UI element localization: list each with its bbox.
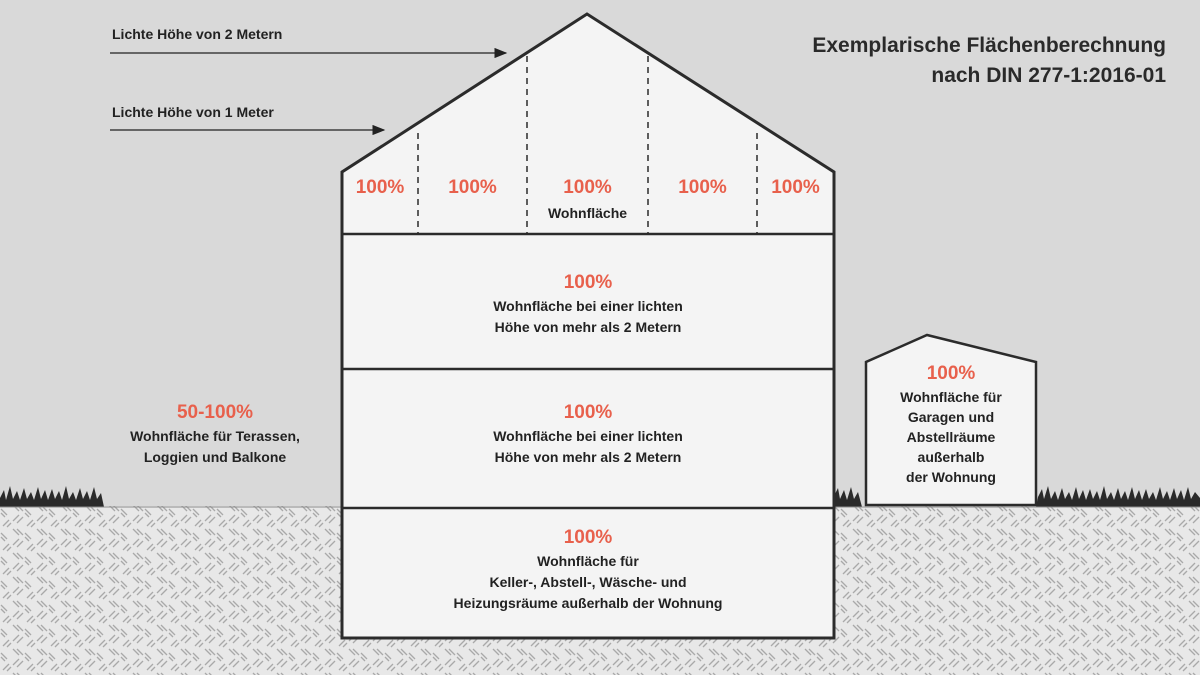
garage-percent: 100% <box>926 363 976 384</box>
ground-floor-percent: 100% <box>563 402 613 423</box>
upper-floor-percent: 100% <box>563 272 613 293</box>
label-height-1m: Lichte Höhe von 1 Meter <box>112 104 274 120</box>
garage-line-2: Garagen und <box>907 409 995 425</box>
grass-left <box>0 486 104 507</box>
ground-floor-line-2: Höhe von mehr als 2 Metern <box>494 449 682 465</box>
attic-cell-4-percent: 100% <box>678 177 727 198</box>
garage-text: 100% Wohnfläche für Garagen und Abstellr… <box>866 361 1036 487</box>
title-line-1: Exemplarische Flächenberechnung <box>812 34 1166 57</box>
basement-text: 100% Wohnfläche für Keller-, Abstell-, W… <box>342 525 834 614</box>
upper-floor-text: 100% Wohnfläche bei einer lichten Höhe v… <box>342 270 834 338</box>
terrace-text: 50-100% Wohnfläche für Terassen, Loggien… <box>90 400 340 468</box>
title-line-2: nach DIN 277-1:2016-01 <box>931 64 1166 87</box>
attic-cell-5-percent: 100% <box>771 177 820 198</box>
attic-cell-3-percent: 100% <box>563 177 612 198</box>
basement-line-3: Heizungsräume außerhalb der Wohnung <box>453 595 723 611</box>
garage-line-3: Abstellräume <box>906 429 996 445</box>
grass-mid <box>832 487 862 507</box>
garage-outline <box>864 333 1038 507</box>
attic-cell-1-percent: 100% <box>355 177 405 198</box>
upper-floor-line-2: Höhe von mehr als 2 Metern <box>494 319 682 335</box>
ground-floor-line-1: Wohnfläche bei einer lichten <box>493 428 683 444</box>
terrace-line-2: Loggien und Balkone <box>143 449 287 465</box>
ground-floor-text: 100% Wohnfläche bei einer lichten Höhe v… <box>342 400 834 468</box>
grass-right <box>1036 486 1200 507</box>
diagram-title: Exemplarische Flächenberechnung nach DIN… <box>812 31 1166 91</box>
label-height-2m: Lichte Höhe von 2 Metern <box>112 26 283 42</box>
garage-line-5: der Wohnung <box>906 469 996 485</box>
attic-cell-2-percent: 100% <box>448 177 497 198</box>
basement-line-2: Keller-, Abstell-, Wäsche- und <box>489 574 687 590</box>
terrace-percent: 50-100% <box>176 402 254 423</box>
terrace-line-1: Wohnfläche für Terassen, <box>130 428 300 444</box>
basement-line-1: Wohnfläche für <box>537 553 639 569</box>
basement-percent: 100% <box>563 527 613 548</box>
garage-line-4: außerhalb <box>917 449 985 465</box>
attic-center-label: Wohnfläche <box>547 205 628 221</box>
attic-partitions <box>417 56 758 233</box>
upper-floor-line-1: Wohnfläche bei einer lichten <box>493 298 683 314</box>
garage-line-1: Wohnfläche für <box>900 389 1002 405</box>
house-outline <box>340 12 836 640</box>
